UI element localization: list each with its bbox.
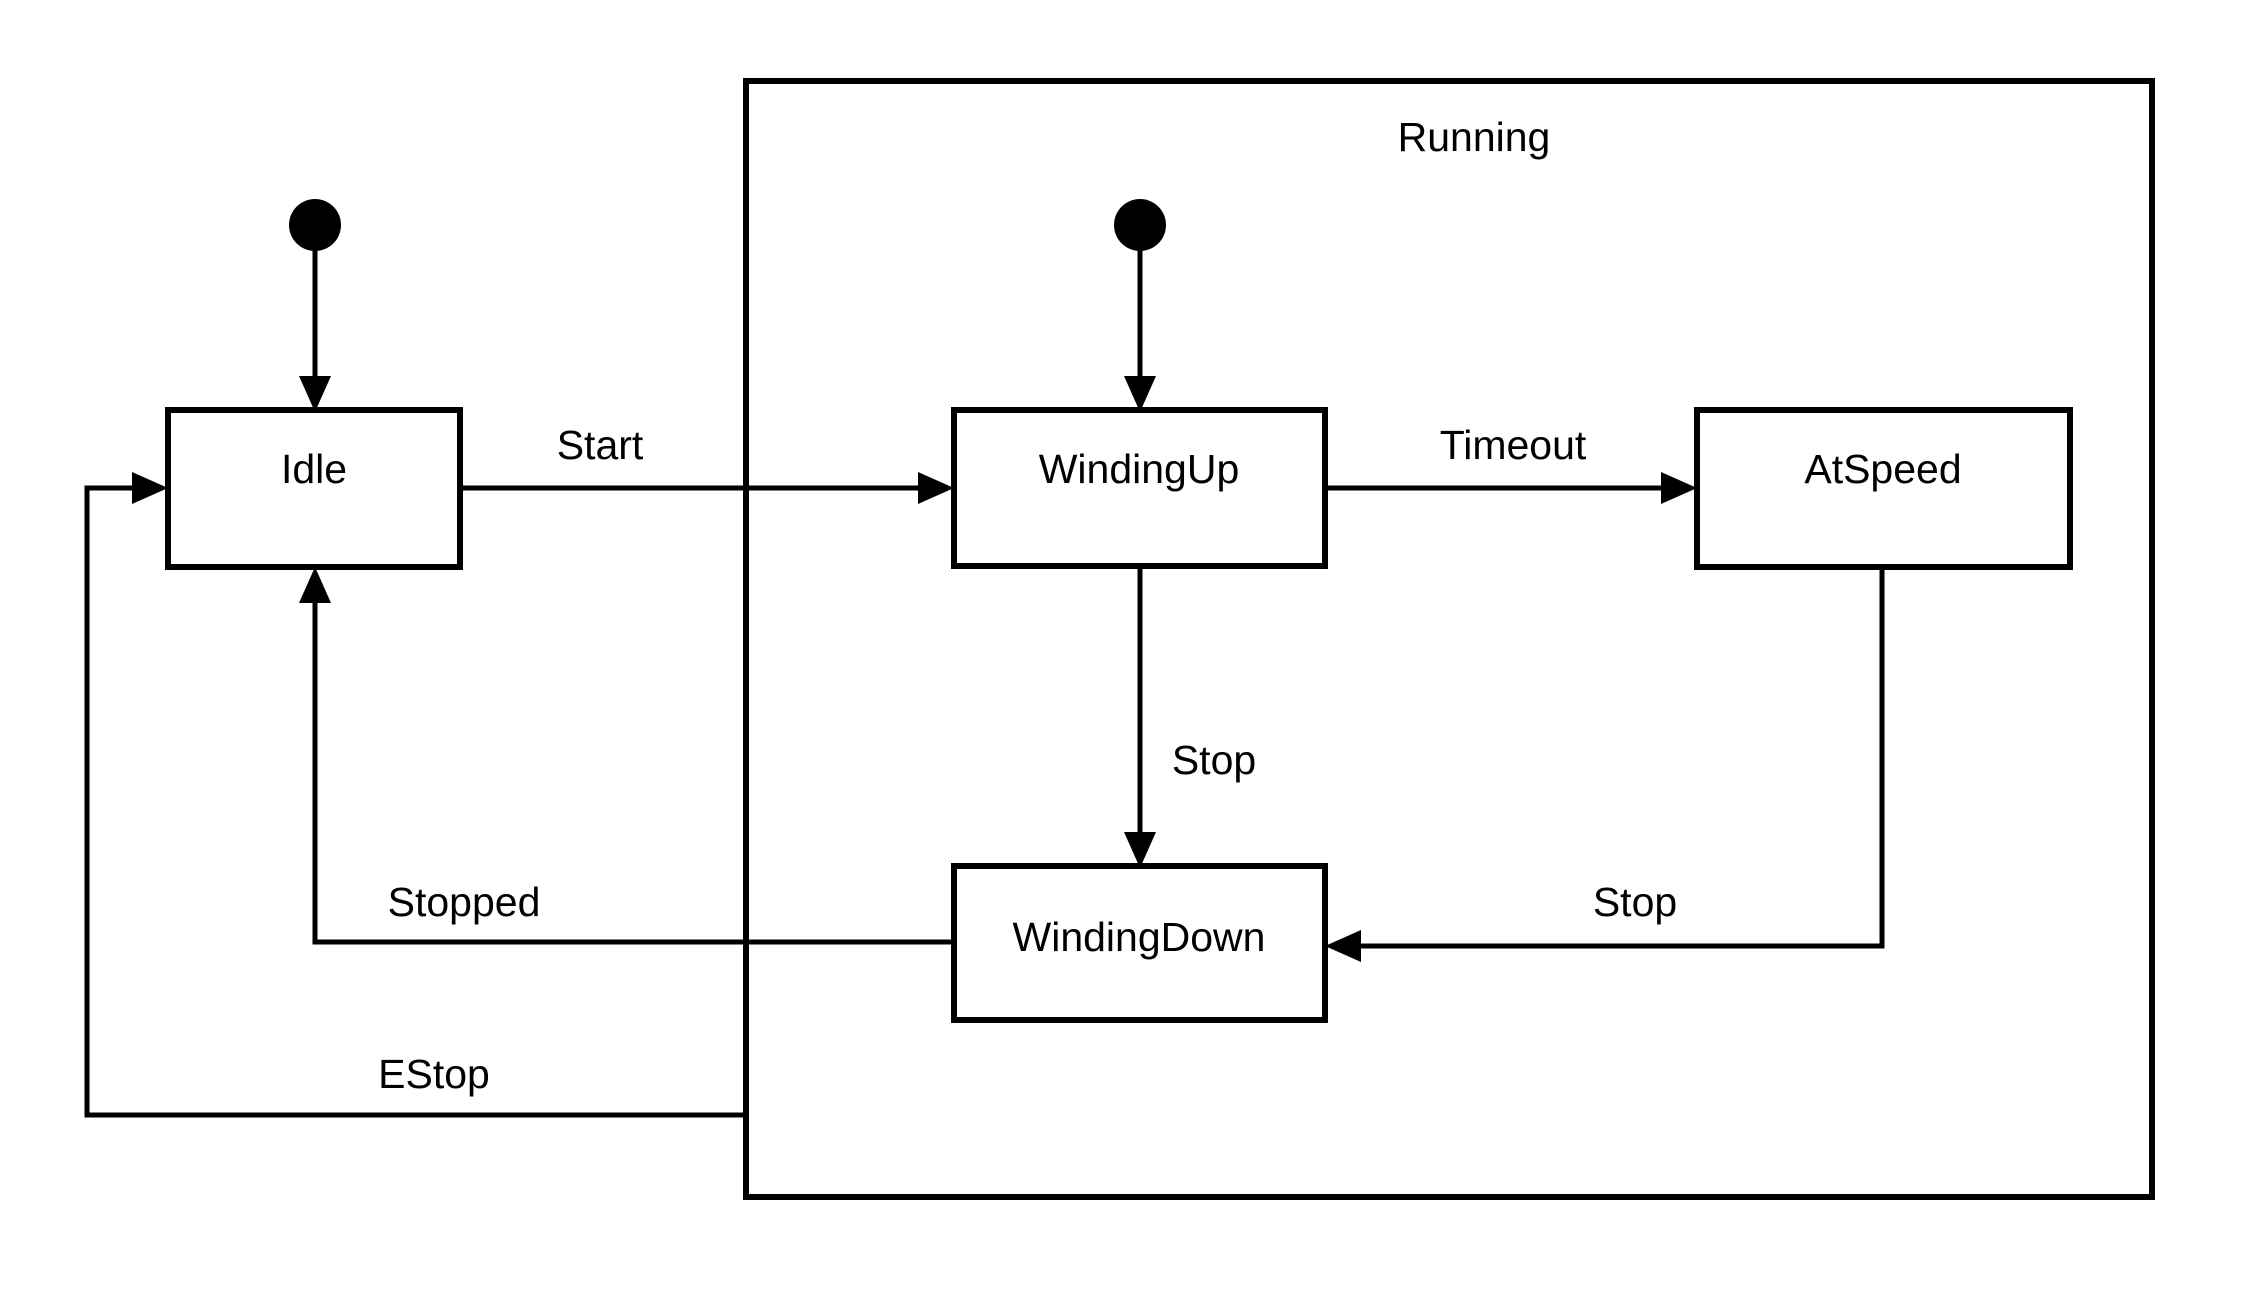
transition-stopped[interactable]: Stopped <box>299 567 954 945</box>
state-box <box>951 863 1328 1023</box>
state-label: Idle <box>281 446 347 492</box>
arrow-head-right <box>1661 472 1697 504</box>
transition-label-stopped: Stopped <box>388 879 541 925</box>
arrow-head-up <box>299 567 331 603</box>
transition-timeout[interactable]: Timeout <box>1325 422 1697 504</box>
initial-state-dot-running[interactable] <box>1114 199 1166 251</box>
arrow-head-right <box>132 472 168 504</box>
state-box <box>1694 407 2073 570</box>
state-idle[interactable]: Idle <box>165 407 463 570</box>
edge-line <box>84 485 746 1118</box>
state-box <box>951 407 1328 569</box>
transition-stop-windingup[interactable]: Stop <box>1124 566 1256 868</box>
arrow-head-left <box>1325 930 1361 962</box>
edge-line <box>312 583 954 945</box>
arrow-head-down <box>1124 376 1156 412</box>
transition-start[interactable]: Start <box>460 422 954 504</box>
state-windingup[interactable]: WindingUp <box>951 407 1328 569</box>
state-label: WindingDown <box>1013 914 1266 960</box>
region-running-label: Running <box>1398 114 1551 160</box>
transition-label-start: Start <box>557 422 644 468</box>
transition-label-stop-windingup: Stop <box>1172 737 1256 783</box>
transition-label-timeout: Timeout <box>1440 422 1587 468</box>
state-atspeed[interactable]: AtSpeed <box>1694 407 2073 570</box>
transition-initial-to-windingup[interactable] <box>1124 251 1156 412</box>
transition-initial-to-idle[interactable] <box>299 251 331 412</box>
transition-stop-atspeed[interactable]: Stop <box>1325 567 1885 962</box>
region-running-border <box>743 78 2155 1200</box>
state-windingdown[interactable]: WindingDown <box>951 863 1328 1023</box>
edge-line <box>1341 567 1885 949</box>
state-box <box>165 407 463 570</box>
state-label: WindingUp <box>1039 446 1240 492</box>
transition-label-estop: EStop <box>378 1051 490 1097</box>
state-label: AtSpeed <box>1804 446 1961 492</box>
transition-label-stop-atspeed: Stop <box>1593 879 1677 925</box>
arrow-head-down <box>1124 832 1156 868</box>
initial-state-dot-top[interactable] <box>289 199 341 251</box>
transition-estop[interactable]: EStop <box>84 472 746 1118</box>
arrow-head-down <box>299 376 331 412</box>
arrow-head-right <box>918 472 954 504</box>
region-running[interactable]: Running <box>743 78 2155 1200</box>
